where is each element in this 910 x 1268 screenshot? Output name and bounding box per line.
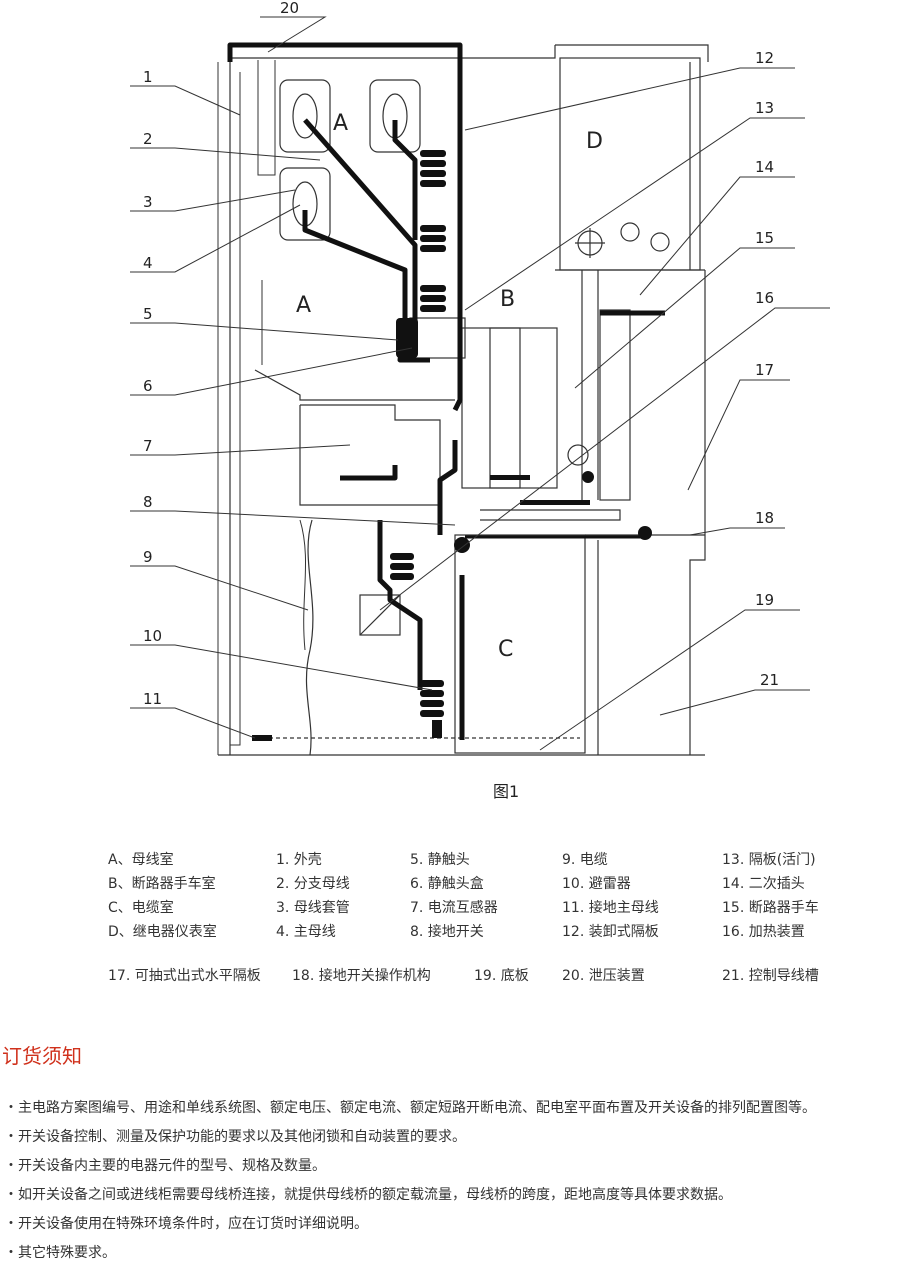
list-item: ・开关设备内主要的电器元件的型号、规格及数量。: [4, 1158, 326, 1174]
legend-table: A、母线室 1. 外壳 5. 静触头 9. 电缆 13. 隔板(活门) B、断路…: [100, 843, 880, 1003]
legend-cell: 20. 泄压装置: [562, 968, 645, 984]
list-item: ・开关设备控制、测量及保护功能的要求以及其他闭锁和自动装置的要求。: [4, 1129, 466, 1145]
legend-cell: 15. 断路器手车: [722, 900, 819, 916]
callout-15: 15: [755, 229, 774, 247]
legend-cell: 4. 主母线: [276, 924, 336, 940]
legend-cell: 3. 母线套管: [276, 900, 350, 916]
callout-1: 1: [143, 68, 153, 86]
zone-a-mid-label: A: [296, 293, 311, 318]
switchgear-cross-section-diagram: 20 1 2 3 4 5 6 7 8 9 10 11 12 13 14 15 1…: [130, 0, 830, 756]
legend-cell: 2. 分支母线: [276, 876, 350, 892]
legend-cell: B、断路器手车室: [108, 876, 216, 892]
list-item: ・其它特殊要求。: [4, 1245, 116, 1261]
legend-cell: 11. 接地主母线: [562, 900, 659, 916]
legend-cell: D、继电器仪表室: [108, 924, 217, 940]
callout-12: 12: [755, 49, 774, 67]
legend-cell: 9. 电缆: [562, 852, 608, 868]
legend-cell: 5. 静触头: [410, 852, 470, 868]
ordering-notes-title: 订货须知: [2, 1044, 82, 1068]
legend-cell: 21. 控制导线槽: [722, 968, 819, 984]
legend-cell: 17. 可抽式出式水平隔板: [108, 968, 261, 984]
callout-21: 21: [760, 671, 779, 689]
callout-13: 13: [755, 99, 774, 117]
legend-cell: 10. 避雷器: [562, 876, 631, 892]
ordering-notes-list: ・主电路方案图编号、用途和单线系统图、额定电压、额定电流、额定短路开断电流、配电…: [4, 1094, 910, 1268]
legend-cell: 13. 隔板(活门): [722, 852, 816, 868]
zone-d-label: D: [586, 129, 603, 154]
list-item: ・如开关设备之间或进线柜需要母线桥连接，就提供母线桥的额定载流量，母线桥的跨度，…: [4, 1187, 732, 1203]
callout-18: 18: [755, 509, 774, 527]
callout-10: 10: [143, 627, 162, 645]
callout-5: 5: [143, 305, 153, 323]
callout-11: 11: [143, 690, 162, 708]
figure-caption: 图1: [493, 782, 520, 801]
legend-cell: 19. 底板: [474, 968, 529, 984]
legend-cell: 12. 装卸式隔板: [562, 924, 659, 940]
list-item: ・开关设备使用在特殊环境条件时，应在订货时详细说明。: [4, 1216, 368, 1232]
zone-c-label: C: [498, 637, 513, 662]
callout-17: 17: [755, 361, 774, 379]
callout-2: 2: [143, 130, 153, 148]
callout-14: 14: [755, 158, 774, 176]
callout-3: 3: [143, 193, 153, 211]
legend-cell: 6. 静触头盒: [410, 876, 484, 892]
callout-19: 19: [755, 591, 774, 609]
callout-4: 4: [143, 254, 153, 272]
callout-9: 9: [143, 548, 153, 566]
zone-b-label: B: [500, 287, 515, 312]
legend-cell: C、电缆室: [108, 900, 174, 916]
list-item: ・主电路方案图编号、用途和单线系统图、额定电压、额定电流、额定短路开断电流、配电…: [4, 1100, 816, 1116]
callout-6: 6: [143, 377, 153, 395]
legend-cell: 7. 电流互感器: [410, 900, 498, 916]
legend-cell: A、母线室: [108, 852, 174, 868]
legend-cell: 18. 接地开关操作机构: [292, 968, 431, 984]
callout-20: 20: [280, 0, 299, 17]
legend-cell: 8. 接地开关: [410, 924, 484, 940]
legend-cell: 16. 加热装置: [722, 924, 805, 940]
callout-16: 16: [755, 289, 774, 307]
zone-a-top-label: A: [333, 111, 348, 136]
callout-8: 8: [143, 493, 153, 511]
callout-7: 7: [143, 437, 153, 455]
legend-cell: 1. 外壳: [276, 852, 322, 868]
legend-cell: 14. 二次插头: [722, 876, 805, 892]
